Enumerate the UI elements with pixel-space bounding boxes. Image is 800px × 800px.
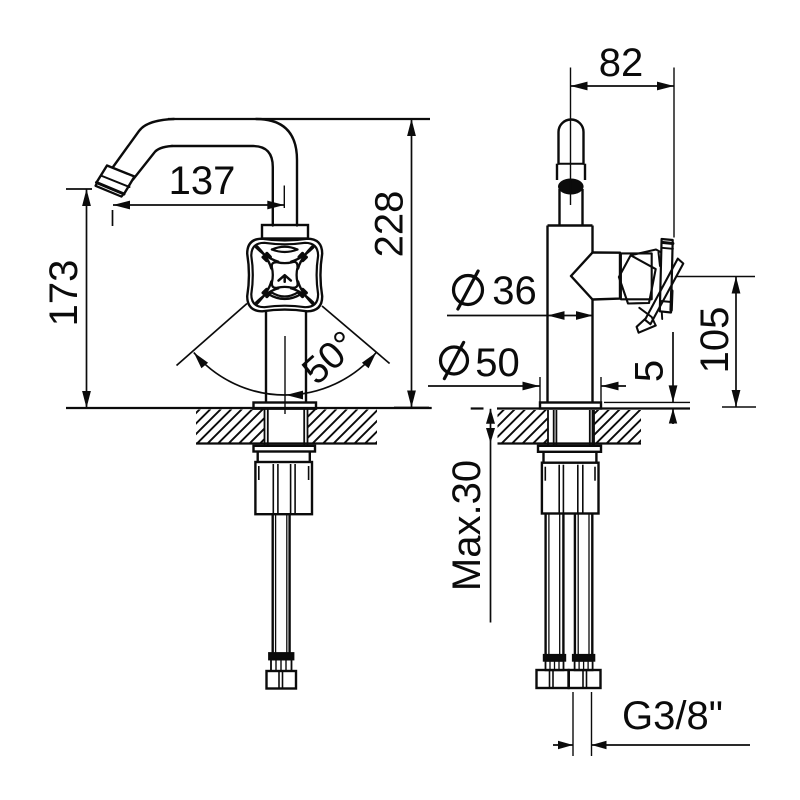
svg-text:50: 50 bbox=[475, 341, 520, 385]
svg-text:5: 5 bbox=[628, 360, 672, 382]
svg-text:228: 228 bbox=[368, 191, 412, 258]
svg-text:173: 173 bbox=[42, 260, 86, 327]
svg-text:36: 36 bbox=[492, 269, 537, 313]
svg-text:G3/8": G3/8" bbox=[622, 694, 723, 738]
svg-text:105: 105 bbox=[693, 307, 737, 374]
svg-text:82: 82 bbox=[599, 41, 644, 85]
svg-text:137: 137 bbox=[169, 159, 236, 203]
svg-text:Max.30: Max.30 bbox=[445, 460, 489, 591]
